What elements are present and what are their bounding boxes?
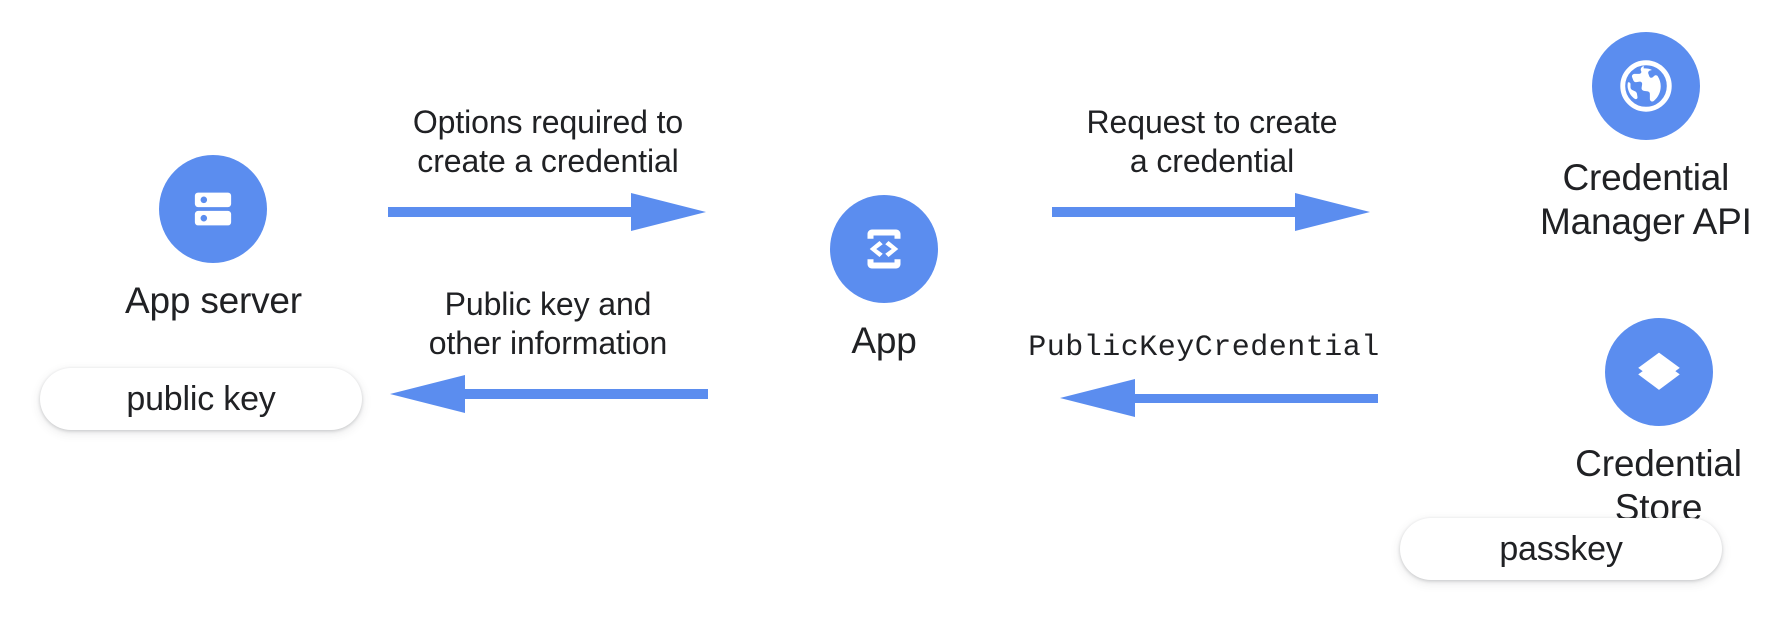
arrow-caption-options-required: Options required to create a credential: [412, 104, 684, 180]
credential-manager-api-circle: [1591, 32, 1700, 140]
passkey-pill-label: passkey: [1499, 529, 1623, 568]
globe-icon: [1620, 60, 1672, 112]
arrow-caption-request-to-create: Request to create a credential: [1086, 104, 1338, 180]
node-app-server: App server: [125, 155, 302, 323]
node-credential-manager-api: Credential Manager API: [1540, 32, 1752, 243]
passkey-pill: passkey: [1400, 518, 1722, 580]
arrow-left-icon: [390, 375, 708, 414]
public-key-pill: public key: [40, 368, 362, 430]
layers-icon: [1637, 352, 1680, 390]
arrow-caption-public-key-credential: PublicKeyCredential: [1028, 331, 1380, 365]
node-label-app: App: [851, 320, 917, 361]
node-app: App: [830, 195, 938, 363]
node-credential-store: Credential Store: [1547, 318, 1770, 529]
arrow-request-to-create: Request to create a credential: [1052, 103, 1372, 233]
arrow-right-icon: [1052, 193, 1370, 232]
server-icon: [195, 192, 232, 226]
arrow-public-key-credential: PublicKeyCredential: [1028, 330, 1380, 419]
arrow-options-required: Options required to create a credential: [388, 103, 708, 233]
app-circle: [830, 195, 938, 303]
arrow-left-icon: [1060, 378, 1378, 417]
node-label-credential-manager-api: Credential Manager API: [1540, 157, 1752, 242]
public-key-pill-label: public key: [126, 379, 276, 418]
credential-store-circle: [1604, 318, 1713, 426]
app-server-circle: [159, 155, 268, 263]
arrow-caption-public-key-response: Public key and other information: [428, 286, 668, 362]
node-label-app-server: App server: [125, 280, 302, 321]
arrow-public-key-response: Public key and other information: [388, 285, 708, 415]
arrow-right-icon: [388, 193, 706, 232]
node-label-credential-store: Credential Store: [1575, 443, 1742, 528]
app-code-phone-icon: [867, 229, 901, 269]
